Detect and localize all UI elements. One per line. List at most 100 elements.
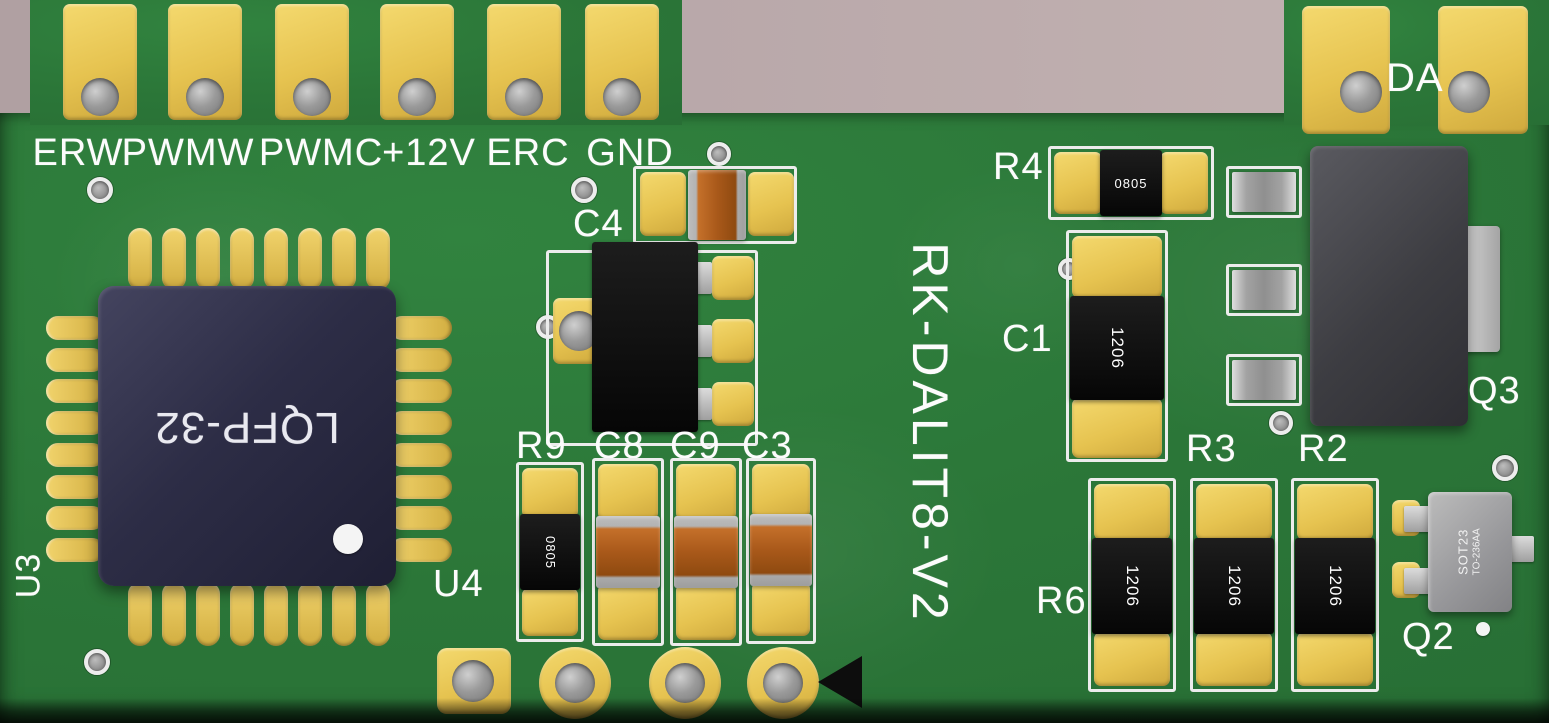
c8-pad	[598, 464, 658, 520]
chip-pin	[128, 582, 152, 646]
c8-pad	[598, 584, 658, 640]
connector-hole	[505, 78, 543, 116]
u4-pad	[712, 319, 754, 363]
r6-pad	[1094, 632, 1170, 686]
label-q2: Q2	[1402, 616, 1455, 658]
chip-pin	[46, 316, 104, 340]
c1-pad	[1072, 236, 1162, 298]
solder-dot	[1476, 622, 1490, 636]
pin1-dot	[333, 524, 363, 554]
via	[707, 142, 731, 166]
chip-pin	[332, 228, 356, 290]
r9-outline	[516, 462, 584, 642]
connector-hole	[293, 78, 331, 116]
chip-pin	[298, 582, 322, 646]
r9-marking: 0805	[542, 535, 558, 569]
u4-pad	[712, 382, 754, 426]
r3-outline	[1190, 478, 1278, 692]
via	[1492, 455, 1518, 481]
da-pad	[1438, 6, 1528, 134]
r9-body: 0805	[520, 514, 580, 590]
label-u4: U4	[433, 563, 484, 605]
passive-outline	[1226, 264, 1302, 316]
r2-body: 1206	[1295, 538, 1375, 634]
r6-marking: 1206	[1122, 565, 1142, 607]
passive-outline	[1226, 354, 1302, 406]
label-u3: U3	[9, 552, 48, 599]
bottom-hole	[665, 663, 705, 703]
r2-marking: 1206	[1325, 565, 1345, 607]
da-pad	[1302, 6, 1390, 134]
r4-outline	[1048, 146, 1214, 220]
connector-label-12v: +12V	[382, 132, 476, 174]
c4-outline	[633, 166, 797, 244]
via	[84, 649, 110, 675]
label-r6: R6	[1036, 580, 1087, 622]
c9-outline	[670, 458, 742, 646]
connector-hole	[603, 78, 641, 116]
chip-pin	[46, 442, 104, 467]
chip-pin	[264, 582, 288, 646]
connector-label-pwmw: PWMW	[121, 132, 255, 174]
da-hole	[1340, 71, 1382, 113]
r3-body: 1206	[1194, 538, 1274, 634]
chip-pin	[128, 228, 152, 290]
c4-body	[688, 170, 746, 240]
q3-body	[1310, 146, 1468, 426]
chip-pin	[196, 228, 220, 290]
passive-outline	[1226, 166, 1302, 218]
connector-label-pwmc: PWMC	[258, 132, 384, 174]
r4-body: 0805	[1100, 150, 1162, 216]
q2-lead	[1404, 568, 1432, 594]
pcb-board-top-left	[30, 0, 682, 125]
c9-pad	[676, 464, 736, 520]
r2-outline	[1291, 478, 1379, 692]
passive-body	[1232, 172, 1296, 212]
r3-marking: 1206	[1224, 565, 1244, 607]
connector-label-erw: ERW	[32, 132, 124, 174]
c3-pad	[752, 582, 810, 636]
connector-hole	[186, 78, 224, 116]
c4-pad	[748, 172, 794, 236]
r2-pad	[1297, 484, 1373, 540]
chip-pin	[46, 379, 104, 404]
chip-pin	[46, 537, 104, 562]
q2-body: SOT23 TO-236AA	[1428, 492, 1512, 612]
r4-marking: 0805	[1114, 175, 1148, 191]
chip-pin	[390, 474, 452, 499]
chip-pin	[366, 228, 390, 290]
via	[87, 177, 113, 203]
bottom-hole	[452, 660, 494, 702]
board-title: RK-DALIT8-V2	[902, 242, 958, 624]
c1-marking: 1206	[1107, 327, 1127, 369]
chip-pin	[390, 347, 452, 372]
chip-pin	[366, 582, 390, 646]
via	[571, 177, 597, 203]
r9-pad	[522, 468, 578, 518]
passive-body	[1232, 270, 1296, 310]
r3-pad	[1196, 484, 1272, 540]
lqfp-pins-left	[46, 316, 104, 562]
passive-body	[1232, 360, 1296, 400]
r6-outline	[1088, 478, 1176, 692]
label-da: DA	[1386, 56, 1444, 100]
r4-pad	[1160, 152, 1208, 214]
connector-label-erc: ERC	[486, 132, 570, 174]
c3-pad	[752, 464, 810, 518]
r3-pad	[1196, 632, 1272, 686]
q2-lead	[1404, 506, 1432, 532]
chip-pin	[162, 582, 186, 646]
bottom-hole	[555, 663, 595, 703]
c8-outline	[592, 458, 664, 646]
r9-pad	[522, 588, 578, 636]
chip-pin	[390, 537, 452, 562]
chip-pin	[230, 228, 254, 290]
label-r9: R9	[516, 425, 567, 467]
q3-tab	[1462, 226, 1500, 352]
c4-pad	[640, 172, 686, 236]
r6-pad	[1094, 484, 1170, 540]
lqfp-pins-top	[128, 228, 390, 290]
chip-pin	[390, 506, 452, 531]
chip-pin	[390, 379, 452, 404]
